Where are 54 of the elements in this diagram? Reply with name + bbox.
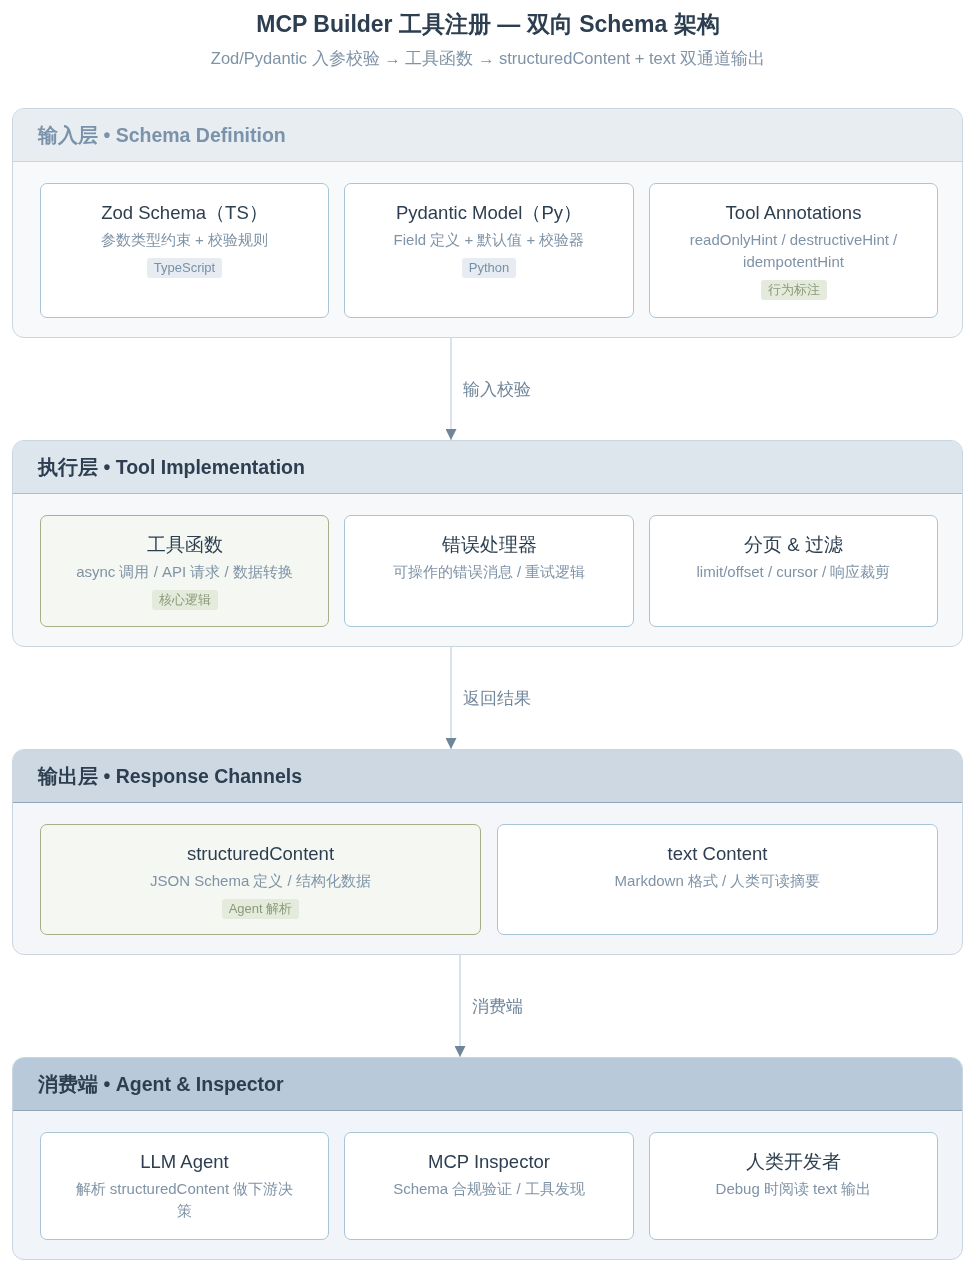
card-description: Markdown 格式 / 人类可读摘要 [614,871,821,891]
card-description: 参数类型约束 + 校验规则 [100,230,269,250]
card-title: structuredContent [186,842,335,866]
card-description: Schema 合规验证 / 工具发现 [393,1179,585,1199]
card-title: Zod Schema（TS） [101,201,268,225]
component-card [40,183,329,318]
card-description: limit/offset / cursor / 响应裁剪 [696,562,891,582]
layer-header: 输出层 • Response Channels [13,750,962,803]
component-card [40,824,481,935]
component-card [40,515,329,627]
flow-arrow [445,646,457,750]
layer-panel [12,1057,963,1260]
card-title: 错误处理器 [441,533,537,557]
edge-label: 消费端 [470,995,525,1017]
tag-pill: TypeScript [146,258,223,278]
card-title: text Content [667,842,768,866]
component-card [649,515,938,627]
card-title: 分页 & 过滤 [744,533,843,557]
flow-arrow [445,337,457,441]
card-title: LLM Agent [140,1150,229,1174]
card-description: 可操作的错误消息 / 重试逻辑 [392,562,586,582]
edge-label: 返回结果 [461,687,533,709]
card-description: JSON Schema 定义 / 结构化数据 [150,871,371,891]
component-card [649,183,938,318]
edge-label: 输入校验 [461,378,533,400]
layer-panel [12,108,963,338]
card-title: 工具函数 [146,533,223,557]
card-description: Field 定义 + 默认值 + 校验器 [393,230,585,250]
card-title: Pydantic Model（Py） [395,201,583,225]
tag-pill: Python [461,258,517,278]
subtitle: Zod/Pydantic 入参校验 → 工具函数 → structuredContent + text 双通道输出 [210,48,766,69]
layer-panel [12,749,963,955]
tag-pill: 行为标注 [760,280,827,300]
card-title: MCP Inspector [428,1150,550,1174]
layer-header: 消费端 • Agent & Inspector [13,1058,962,1111]
layer-header: 输入层 • Schema Definition [13,109,962,162]
component-card [344,183,634,318]
component-card [344,1132,634,1240]
tag-pill: Agent 解析 [221,899,300,919]
card-description: async 调用 / API 请求 / 数据转换 [76,562,293,582]
component-card [497,824,938,935]
component-card [40,1132,329,1240]
card-title: Tool Annotations [725,201,862,225]
card-description: 解析 structuredContent 做下游决策 [74,1179,295,1221]
layer-header: 执行层 • Tool Implementation [13,441,962,494]
diagram-title: MCP Builder 工具注册 — 双向 Schema 架构 [256,10,720,39]
component-card [649,1132,938,1240]
flow-arrow [454,954,466,1058]
component-card [344,515,634,627]
card-title: 人类开发者 [746,1150,841,1174]
layer-panel [12,440,963,647]
card-description: Debug 时阅读 text 输出 [715,1179,872,1199]
card-description: readOnlyHint / destructiveHint / idempotentHint [688,230,899,272]
tag-pill: 核心逻辑 [151,590,218,610]
